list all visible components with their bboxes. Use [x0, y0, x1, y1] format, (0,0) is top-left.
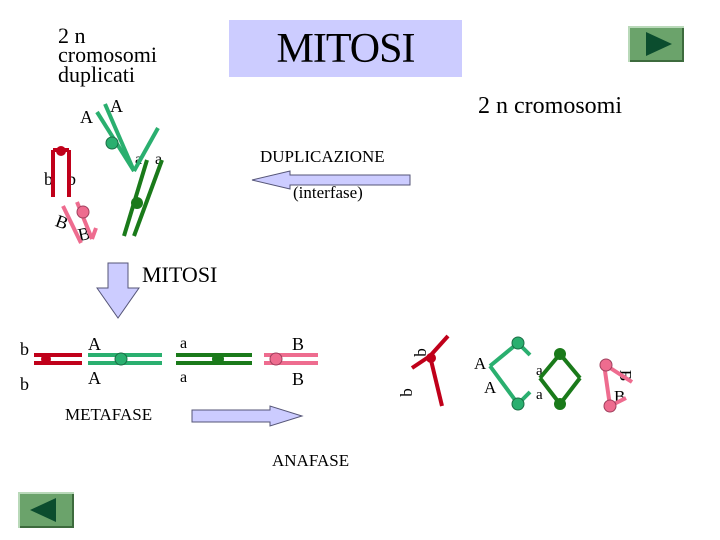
metaphase-dark-green-chromatids — [176, 353, 252, 365]
chromosome-dark-green-duplicated — [122, 159, 164, 237]
gene-label: A — [88, 368, 101, 388]
header-line-3: duplicati — [58, 62, 135, 87]
gene-label: b — [20, 339, 29, 359]
gene-label: a — [155, 151, 163, 168]
gene-label: a — [536, 363, 543, 379]
gene-label: b — [44, 169, 53, 189]
mitosis-arrow — [96, 262, 140, 319]
gene-label: B — [292, 369, 305, 389]
gene-label: A — [484, 378, 497, 397]
duplication-arrow — [251, 170, 411, 190]
anaphase-dark-green-chromatids — [538, 348, 582, 410]
header-line-2: cromosomi — [58, 42, 157, 67]
mitosis-label: MITOSI — [142, 262, 218, 287]
gene-label: b — [20, 374, 29, 394]
top-right-label: 2 n cromosomi — [478, 93, 622, 119]
anaphase-label: ANAFASE — [272, 451, 350, 470]
play-left-icon — [30, 498, 56, 522]
anaphase-pink-chromatids — [599, 358, 634, 413]
play-right-icon — [646, 32, 672, 56]
gene-label: a — [536, 387, 543, 403]
metaphase-light-green-chromatids — [88, 352, 162, 366]
metaphase-label: METAFASE — [65, 405, 153, 424]
metaphase-red-chromatids — [34, 353, 82, 365]
metaphase-arrow — [191, 405, 304, 427]
header-line-1: 2 n — [58, 23, 86, 48]
page-title: MITOSI — [276, 25, 416, 72]
duplication-sublabel: (interfase) — [293, 183, 363, 202]
anaphase-light-green-chromatids — [488, 336, 532, 411]
metaphase-pink-chromatids — [264, 352, 318, 366]
title-box: MITOSI — [229, 20, 462, 77]
gene-label: A — [110, 96, 123, 116]
chromosome-pink-duplicated — [61, 201, 98, 244]
gene-label: a — [180, 369, 188, 386]
gene-label: A — [80, 107, 93, 127]
gene-label: B — [614, 387, 626, 406]
chromosome-red-duplicated — [51, 146, 71, 197]
gene-label: A — [474, 354, 487, 373]
anaphase-red-chromatids — [410, 334, 450, 407]
prev-button[interactable] — [18, 492, 74, 528]
gene-label: b — [67, 169, 76, 189]
gene-label: A — [88, 334, 101, 354]
gene-label: B — [292, 334, 305, 354]
chromosome-light-green-duplicated — [95, 103, 160, 173]
duplication-label: DUPLICAZIONE — [260, 147, 385, 166]
next-button[interactable] — [628, 26, 684, 62]
gene-label: a — [180, 335, 188, 352]
